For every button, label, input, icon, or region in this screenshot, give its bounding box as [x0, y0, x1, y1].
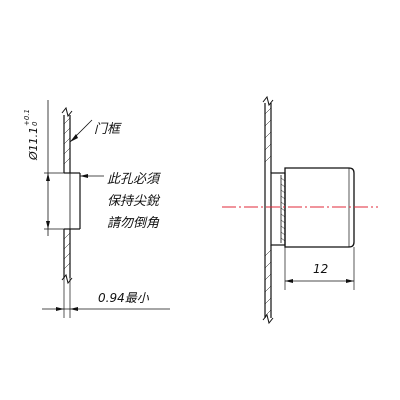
left-view: [42, 100, 170, 318]
thickness-arrow-left: [56, 307, 64, 311]
hole-note-line-3: 請勿倒角: [107, 216, 160, 231]
thickness-arrow-right: [70, 307, 78, 311]
thickness-label: 0.94最小: [98, 291, 150, 305]
dia-arrow-top: [46, 173, 50, 181]
thickness-suffix: 最小: [125, 291, 150, 305]
bushing-body: [284, 167, 355, 248]
plate-break-bottom: [262, 313, 274, 325]
break-symbol-top: [61, 106, 73, 118]
knurl-texture: [280, 177, 286, 242]
right-view: [262, 95, 355, 325]
dia-arrow-bottom: [46, 221, 50, 229]
depth-label: 12: [313, 262, 328, 276]
diameter-tolerance-upper: +0.1: [23, 109, 31, 126]
plate-hatching: [264, 107, 272, 317]
frame-leader-arrow: [70, 134, 78, 142]
diameter-label: Ø11.1: [27, 127, 40, 161]
hole-note-line-1: 此孔必須: [107, 172, 161, 187]
depth-arrow-right: [346, 279, 354, 283]
plate-break-top: [262, 95, 274, 107]
frame-hatching: [63, 117, 71, 270]
diameter-label-group: Ø11.1 +0.1 0: [23, 109, 40, 161]
hole-note-line-2: 保持尖銳: [107, 194, 161, 209]
diameter-tolerance-lower: 0: [31, 121, 39, 126]
depth-arrow-left: [285, 279, 293, 283]
thickness-value: 0.94: [98, 291, 125, 305]
door-frame-label: 门框: [94, 122, 122, 137]
bushing-flange: [270, 172, 286, 246]
note-leader-arrow: [80, 174, 88, 178]
